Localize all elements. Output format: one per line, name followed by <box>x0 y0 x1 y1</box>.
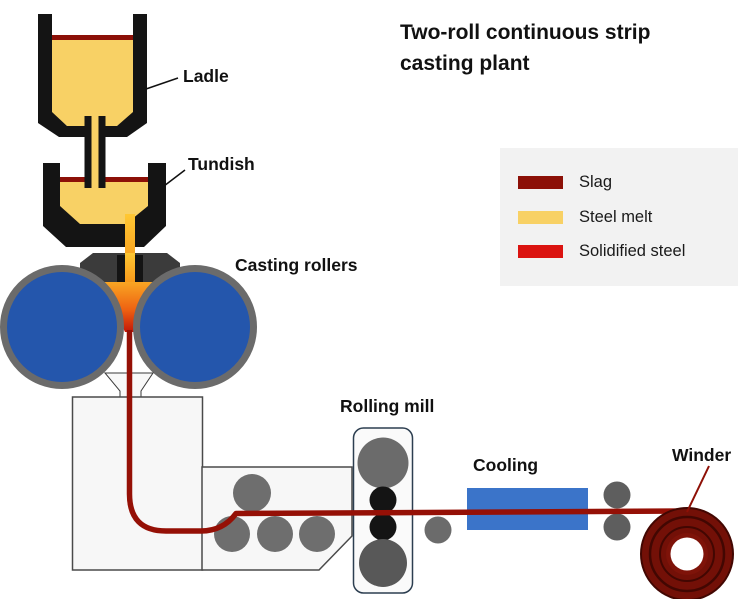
guide-box-left <box>71 396 204 571</box>
legend-row-slag: Slag <box>518 172 612 192</box>
ladle-pointer-line <box>145 77 179 90</box>
winder-label: Winder <box>672 445 732 465</box>
winder-coil <box>640 507 734 599</box>
legend-row-solidified-steel: Solidified steel <box>518 241 685 261</box>
guide-rollers <box>214 474 335 552</box>
exit-roller <box>424 516 452 544</box>
backup-roll-top <box>357 437 409 489</box>
casting-roller-right <box>133 265 257 389</box>
casting-rollers-label: Casting rollers <box>235 255 358 275</box>
steel-melt-label: Steel melt <box>579 207 653 226</box>
steel-strip <box>126 330 689 534</box>
backup-roll-bottom <box>359 539 407 587</box>
tundish-label: Tundish <box>188 154 255 174</box>
casting-roller-left <box>0 265 124 389</box>
winder-pointer-line <box>686 465 710 513</box>
casting-roller-assembly <box>0 253 257 398</box>
rolling-mill-label: Rolling mill <box>340 396 435 416</box>
tundish-pointer-line <box>163 169 186 187</box>
pinch-rolls <box>603 481 631 541</box>
legend: Slag Steel melt Solidified steel <box>500 148 738 286</box>
slag-swatch <box>518 175 563 189</box>
ladle-nozzle-stream <box>91 118 99 187</box>
solidified-steel-label: Solidified steel <box>579 241 686 260</box>
slag-label: Slag <box>579 172 613 191</box>
legend-row-steel-melt: Steel melt <box>518 207 652 227</box>
cooling-label: Cooling <box>473 455 539 475</box>
solidified-steel-swatch <box>518 244 563 258</box>
steel-melt-swatch <box>518 210 563 224</box>
ladle-label: Ladle <box>183 66 229 86</box>
work-roll-top <box>369 486 397 514</box>
ladle-slag-layer <box>51 35 134 40</box>
work-roll-bottom <box>369 513 397 541</box>
ladle <box>38 14 147 188</box>
diagram-title: Two-roll continuous strip casting plant <box>400 21 651 75</box>
